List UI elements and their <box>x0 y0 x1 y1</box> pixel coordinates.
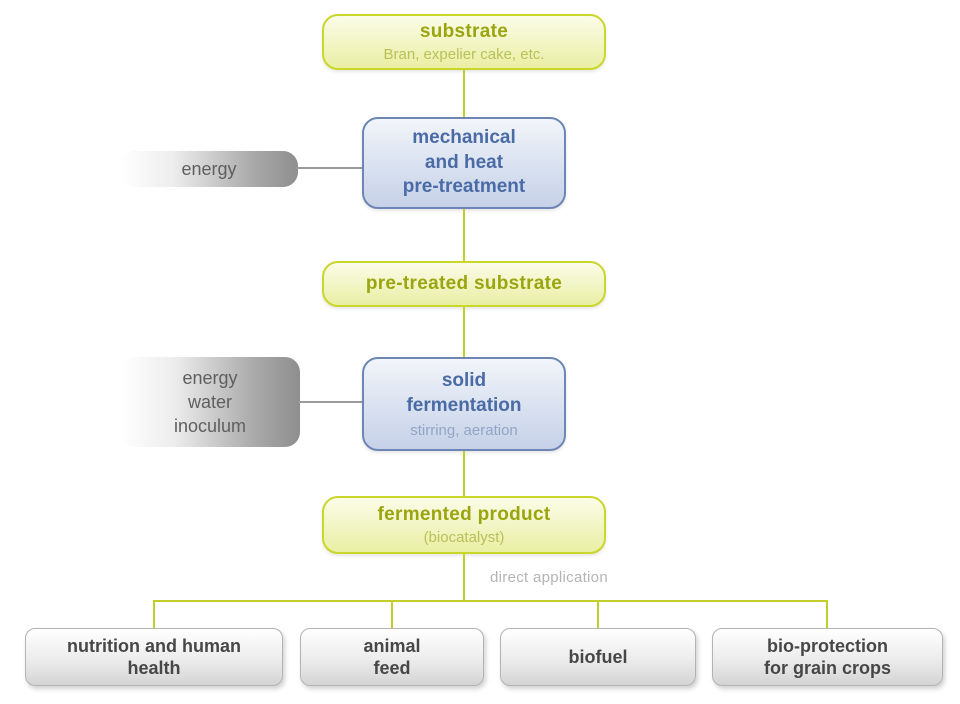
fermentation-subtitle: stirring, aeration <box>410 421 518 439</box>
energy-input-label: energy <box>181 158 237 179</box>
output-bio-protection: bio-protection for grain crops <box>712 628 943 686</box>
fermented-product-subtitle: (biocatalyst) <box>423 528 505 546</box>
fermentation-inputs-label: energy water inoculum <box>173 367 247 437</box>
fermentation-title: solid fermentation <box>406 370 522 416</box>
connector-product-branch <box>463 554 465 600</box>
substrate-title: substrate <box>419 21 509 43</box>
pretreatment-node: mechanical and heat pre-treatment <box>362 117 566 209</box>
branch-drop-2 <box>391 600 393 628</box>
fermentation-node: solid fermentation stirring, aeration <box>362 357 566 451</box>
substrate-node: substrate Bran, expelier cake, etc. <box>322 14 606 70</box>
connector-pretreated-fermentation <box>463 307 465 357</box>
branch-horizontal-line <box>154 600 828 602</box>
substrate-subtitle: Bran, expelier cake, etc. <box>383 45 545 63</box>
output-nutrition-health: nutrition and human health <box>25 628 283 686</box>
output-animal-feed-label: animal feed <box>363 635 421 679</box>
pretreated-substrate-title: pre-treated substrate <box>365 272 563 294</box>
connector-pretreatment-pretreated <box>463 209 465 261</box>
output-animal-feed: animal feed <box>300 628 484 686</box>
fermented-product-node: fermented product (biocatalyst) <box>322 496 606 554</box>
output-bio-protection-label: bio-protection for grain crops <box>763 635 892 679</box>
branch-drop-3 <box>597 600 599 628</box>
connector-substrate-pretreatment <box>463 70 465 118</box>
fermented-product-title: fermented product <box>377 504 551 526</box>
output-biofuel: biofuel <box>500 628 696 686</box>
output-nutrition-health-label: nutrition and human health <box>67 635 241 679</box>
connector-inputs-fermentation <box>298 401 362 403</box>
connector-energy-pretreatment <box>296 167 362 169</box>
energy-input-node: energy <box>120 151 298 187</box>
direct-application-label: direct application <box>490 569 608 586</box>
fermentation-inputs-node: energy water inoculum <box>120 357 300 447</box>
branch-drop-4 <box>826 600 828 628</box>
connector-fermentation-product <box>463 451 465 496</box>
output-biofuel-label: biofuel <box>568 646 628 667</box>
pretreatment-title: mechanical and heat pre-treatment <box>402 126 526 198</box>
branch-drop-1 <box>153 600 155 628</box>
pretreated-substrate-node: pre-treated substrate <box>322 261 606 307</box>
